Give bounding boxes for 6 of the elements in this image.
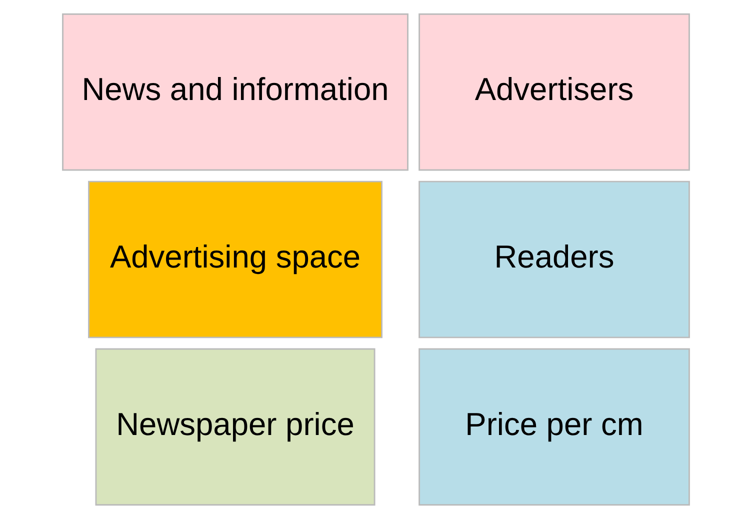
node-box: Advertisers	[418, 13, 690, 171]
node-box: News and information	[62, 13, 408, 171]
node-box: Advertising space	[88, 180, 382, 338]
node-box: Newspaper price	[94, 348, 375, 506]
node-box: Price per cm	[418, 348, 690, 506]
node-box: Readers	[418, 180, 690, 338]
